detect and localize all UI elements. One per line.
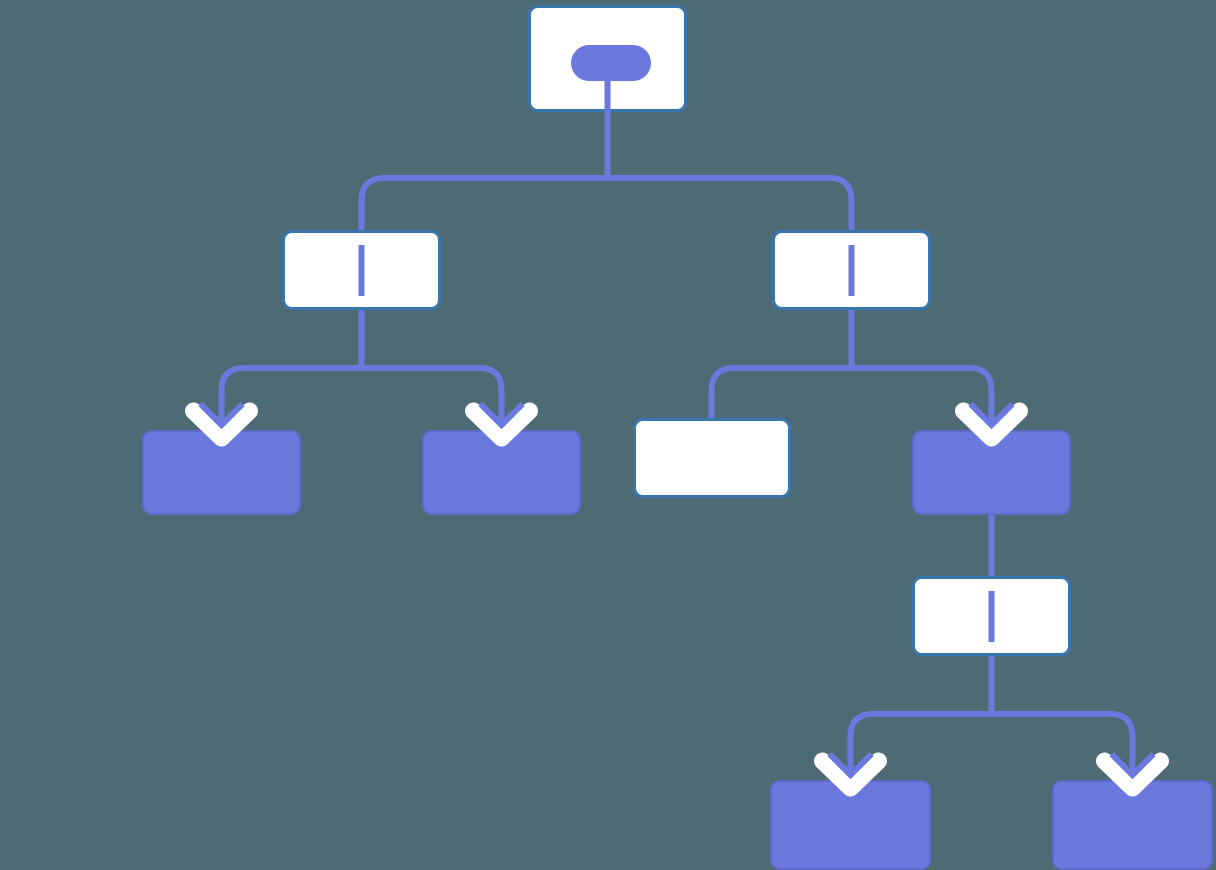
root-node-pill bbox=[571, 45, 651, 81]
level3-node-c[interactable] bbox=[633, 418, 791, 498]
level3-node-d[interactable] bbox=[912, 430, 1071, 515]
level4-node[interactable] bbox=[912, 576, 1071, 656]
level5-left-node[interactable] bbox=[770, 780, 931, 870]
level2-right-node[interactable] bbox=[772, 230, 931, 310]
level3-node-a[interactable] bbox=[142, 430, 301, 515]
level2-left-node[interactable] bbox=[282, 230, 441, 310]
level3-node-b[interactable] bbox=[422, 430, 581, 515]
level5-right-node[interactable] bbox=[1052, 780, 1213, 870]
root-node[interactable] bbox=[528, 5, 687, 112]
